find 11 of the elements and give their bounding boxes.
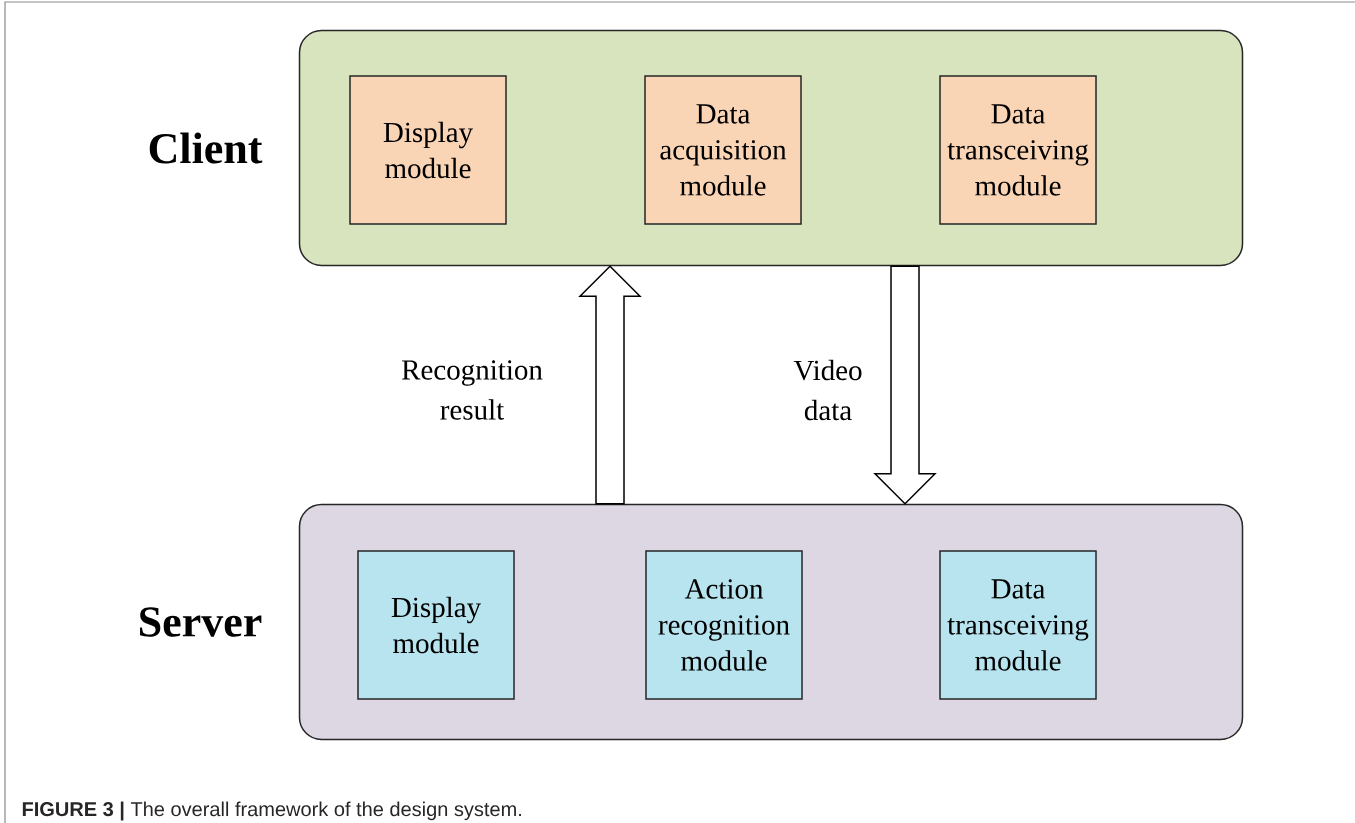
figure-caption: FIGURE 3 | The overall framework of the design system. <box>22 801 521 821</box>
module-box: Action recognition module <box>645 550 803 700</box>
module-box: Display module <box>357 550 515 700</box>
module-box: Display module <box>349 75 507 225</box>
panel-heading: Server <box>140 607 262 637</box>
module-box: Data transceiving module <box>939 75 1097 225</box>
panel-heading: Client <box>149 132 263 164</box>
module-box: Data acquisition module <box>644 75 802 225</box>
module-box: Data transceiving module <box>939 550 1097 700</box>
edge-label: Recognition result <box>401 360 543 420</box>
edge-label: Video data <box>793 359 862 421</box>
